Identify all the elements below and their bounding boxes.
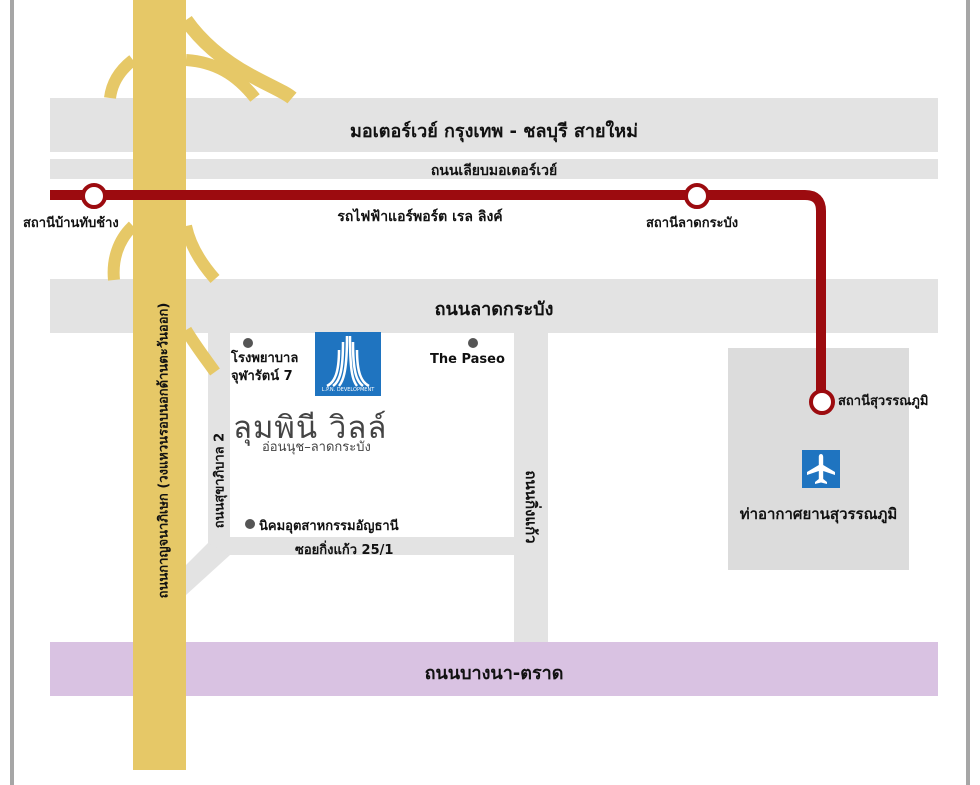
ramp-middle-right — [180, 224, 220, 283]
motorway-frontage-road — [50, 159, 938, 179]
sukhaphiban-2-road — [208, 333, 230, 543]
station-ban-thap-chang-label: สถานีบ้านทับช้าง — [23, 216, 119, 231]
station-suvarnabhumi-label: สถานีสุวรรณภูมิ — [838, 394, 929, 409]
soi-king-kaeo-road — [208, 537, 514, 555]
project-name: ลุมพินี วิลล์ — [233, 410, 388, 446]
lat-krabang-label: ถนนลาดกระบัง — [434, 299, 554, 320]
airport-label: ท่าอากาศยานสุวรรณภูมิ — [739, 505, 898, 523]
ramp-upper-left — [104, 55, 137, 100]
airport-rail-link-line — [50, 190, 826, 400]
frame-left — [10, 0, 14, 785]
sukhaphiban-2-label: ถนนสุขาภิบาล 2 — [212, 432, 228, 529]
ramp-lower-right — [180, 326, 220, 376]
industrial-label: นิคมอุตสาหกรรมอัญธานี — [259, 519, 399, 534]
king-kaeo-road — [514, 333, 548, 643]
lpn-logo: L.P.N. DEVELOPMENT — [315, 332, 381, 396]
station-suvarnabhumi-icon[interactable] — [809, 389, 835, 415]
station-lat-krabang-icon[interactable] — [684, 183, 710, 209]
kanchanaphisek-label: ถนนกาญจนาภิเษก (วงแหวนรอบนอกด้านตะวันออก… — [156, 302, 172, 599]
king-kaeo-label: ถนนกิ่งแก้ว — [522, 470, 540, 544]
diagonal-connector-road — [186, 543, 230, 595]
motorway-frontage-label: ถนนเลียบมอเตอร์เวย์ — [430, 163, 558, 179]
project-subtitle: อ่อนนุช–ลาดกระบัง — [262, 440, 371, 455]
bangna-trat-label: ถนนบางนา-ตราด — [424, 663, 564, 684]
motorway-road — [50, 98, 938, 152]
industrial-dot-icon — [245, 519, 255, 529]
paseo-dot-icon — [468, 338, 478, 348]
kanchanaphisek-expressway — [133, 0, 186, 770]
rail-line-label: รถไฟฟ้าแอร์พอร์ต เรล ลิงค์ — [337, 209, 503, 225]
station-ban-thap-chang-icon[interactable] — [81, 183, 107, 209]
ramp-middle-left — [107, 221, 138, 281]
airplane-icon — [802, 450, 840, 488]
bangna-trat-road — [50, 642, 938, 696]
soi-king-kaeo-label: ซอยกิ่งแก้ว 25/1 — [295, 543, 394, 558]
lat-krabang-road — [50, 279, 938, 333]
ramp-upper-right — [180, 15, 297, 104]
station-lat-krabang-label: สถานีลาดกระบัง — [646, 216, 739, 231]
paseo-label: The Paseo — [430, 352, 505, 367]
hospital-dot-icon — [243, 338, 253, 348]
ramp-upper-right-inner — [185, 54, 260, 102]
lpn-logo-caption: L.P.N. DEVELOPMENT — [321, 387, 375, 393]
motorway-label: มอเตอร์เวย์ กรุงเทพ - ชลบุรี สายใหม่ — [349, 121, 639, 142]
hospital-label: โรงพยาบาล จุฬารัตน์ 7 — [231, 351, 299, 384]
frame-right — [966, 0, 970, 785]
lpn-building-icon — [326, 335, 370, 388]
